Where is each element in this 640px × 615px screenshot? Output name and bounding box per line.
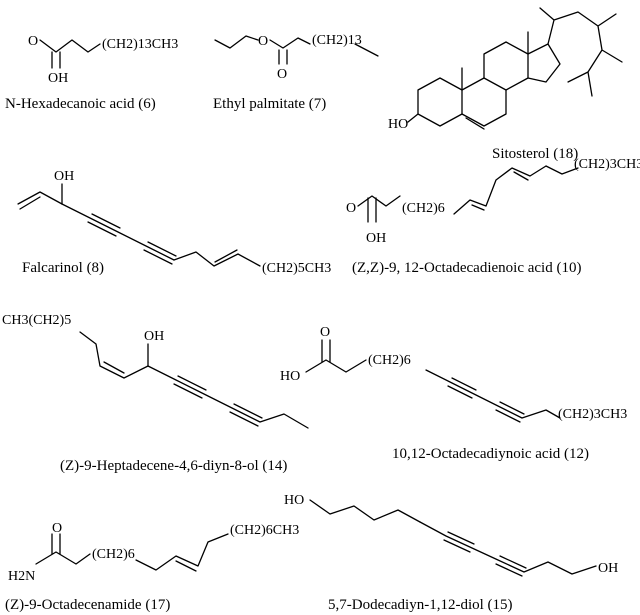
- compound-name: Sitosterol (18): [492, 146, 578, 162]
- chain-label: (CH2)5CH3: [262, 261, 331, 276]
- compound-name: (Z,Z)-9, 12-Octadecadienoic acid (10): [352, 260, 581, 276]
- chain-label: (CH2)3CH3: [574, 157, 640, 172]
- atom-label: OH: [48, 71, 68, 86]
- structure-octadecadienoic-acid: O OH (CH2)6 (CH2)3CH3: [346, 157, 640, 246]
- atom-label: O: [320, 325, 330, 340]
- atom-label: HO: [284, 493, 304, 508]
- chain-label: (CH2)6: [368, 353, 411, 368]
- atom-label: OH: [144, 329, 164, 344]
- chain-label: (CH2)6: [92, 547, 135, 562]
- atom-label: OH: [598, 561, 618, 576]
- atom-label: O: [258, 34, 268, 49]
- atom-label: O: [346, 201, 356, 216]
- chain-label: (CH2)13CH3: [102, 37, 178, 52]
- atom-label: H2N: [8, 569, 35, 584]
- atom-label: HO: [388, 117, 408, 132]
- atom-label: O: [28, 34, 38, 49]
- chain-label: (CH2)3CH3: [558, 407, 627, 422]
- chain-label: CH3(CH2)5: [2, 313, 71, 328]
- atom-label: OH: [54, 169, 74, 184]
- compound-name: (Z)-9-Octadecenamide (17): [5, 597, 170, 613]
- structure-octadecadiynoic-acid: O HO (CH2)6 (CH2)3CH3: [280, 325, 627, 423]
- structure-heptadecene-diyn-ol: CH3(CH2)5 OH: [2, 313, 309, 429]
- chain-label: (CH2)6CH3: [230, 523, 299, 538]
- atom-label: O: [277, 67, 287, 82]
- structure-falcarinol: OH (CH2)5CH3: [17, 169, 331, 276]
- compound-name: 10,12-Octadecadiynoic acid (12): [392, 446, 589, 462]
- structure-sitosterol: HO: [388, 7, 623, 132]
- chain-label: (CH2)6: [402, 201, 445, 216]
- compound-name: Ethyl palmitate (7): [213, 96, 326, 112]
- structure-n-hexadecanoic-acid: O OH (CH2)13CH3: [28, 34, 178, 86]
- atom-label: O: [52, 521, 62, 536]
- compound-name: N-Hexadecanoic acid (6): [5, 96, 156, 112]
- atom-label: OH: [366, 231, 386, 246]
- compound-name: (Z)-9-Heptadecene-4,6-diyn-8-ol (14): [60, 458, 287, 474]
- structure-dodecadiyn-diol: HO OH: [284, 493, 618, 577]
- atom-label: HO: [280, 369, 300, 384]
- structure-octadecenamide: O H2N (CH2)6 (CH2)6CH3: [8, 521, 299, 584]
- compound-name: Falcarinol (8): [22, 260, 104, 276]
- structure-ethyl-palmitate: O O (CH2)13: [214, 33, 379, 82]
- compound-name: 5,7-Dodecadiyn-1,12-diol (15): [328, 597, 513, 613]
- chain-label: (CH2)13: [312, 33, 362, 48]
